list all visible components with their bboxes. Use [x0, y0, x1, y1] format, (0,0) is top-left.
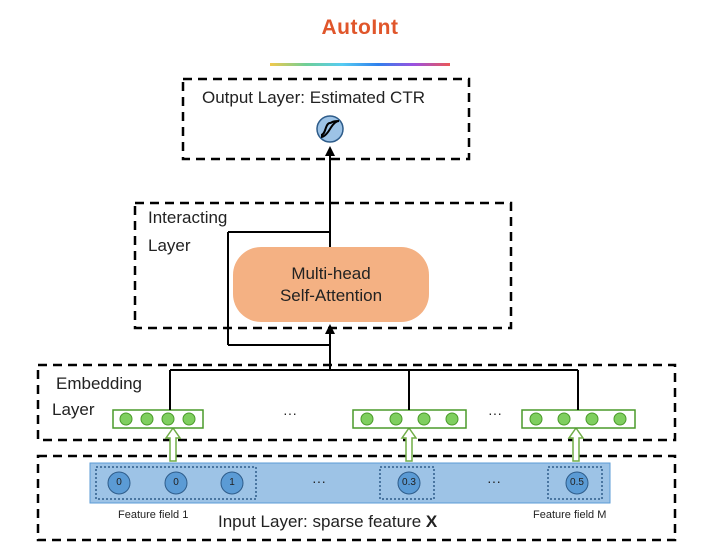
sigmoid-icon — [316, 115, 344, 143]
diagram-title: AutoInt — [321, 16, 399, 39]
input-value: 0 — [116, 477, 122, 488]
embedding-connectors — [169, 344, 579, 410]
embedding-layer-box — [36, 363, 677, 442]
input-value: 1 — [229, 477, 235, 488]
input-layer-label: Input Layer: sparse feature X — [218, 512, 437, 532]
embedding-node — [389, 412, 403, 426]
input-value: 0.3 — [402, 477, 416, 488]
embedding-node — [161, 412, 175, 426]
feature-field-m-label: Feature field M — [533, 509, 607, 521]
input-node — [220, 471, 244, 495]
output-layer-label: Output Layer: Estimated CTR — [202, 88, 425, 107]
embedding-node — [529, 412, 543, 426]
embedding-node — [182, 412, 196, 426]
input-value: 0 — [173, 477, 179, 488]
embedding-group-1 — [112, 409, 204, 429]
residual-connection — [227, 231, 330, 345]
embedding-node — [445, 412, 459, 426]
title-underline — [270, 63, 450, 66]
feature-field-mid-box — [379, 466, 435, 500]
input-layer-box — [36, 454, 677, 542]
attention-label-1: Multi-head — [291, 263, 371, 283]
interacting-layer-label-2: Layer — [148, 236, 191, 255]
interacting-layer-box — [133, 201, 513, 330]
input-node — [164, 471, 188, 495]
output-layer-box — [181, 77, 471, 161]
embedding-node — [557, 412, 571, 426]
interacting-layer-label-1: Interacting — [148, 208, 228, 227]
embedding-layer-label-2: Layer — [52, 400, 95, 419]
embedding-node — [585, 412, 599, 426]
input-to-embedding-arrow — [400, 426, 418, 462]
embedding-node — [360, 412, 374, 426]
multi-head-attention-block: Multi-head Self-Attention — [233, 247, 429, 322]
feature-field-m-box — [547, 466, 603, 500]
input-to-embedding-arrow — [164, 426, 182, 462]
feature-field-1-label: Feature field 1 — [118, 509, 189, 521]
input-node — [565, 471, 589, 495]
input-node — [397, 471, 421, 495]
embedding-node — [119, 412, 133, 426]
embedding-node — [140, 412, 154, 426]
input-ellipsis: ··· — [312, 473, 326, 489]
input-layer-label-x: X — [425, 512, 438, 531]
input-to-embedding-arrow — [567, 426, 585, 462]
input-value: 0.5 — [570, 477, 584, 488]
embedding-node — [613, 412, 627, 426]
input-ellipsis: ··· — [487, 473, 501, 489]
attention-label-2: Self-Attention — [279, 285, 383, 305]
feature-field-1-box — [95, 466, 257, 500]
embedding-ellipsis: ··· — [283, 405, 297, 421]
embedding-node — [417, 412, 431, 426]
input-layer-label-text: Input Layer: sparse feature — [218, 512, 422, 531]
embedding-ellipsis: ··· — [488, 405, 502, 421]
embedding-layer-label-1: Embedding — [56, 374, 143, 393]
input-node — [107, 471, 131, 495]
